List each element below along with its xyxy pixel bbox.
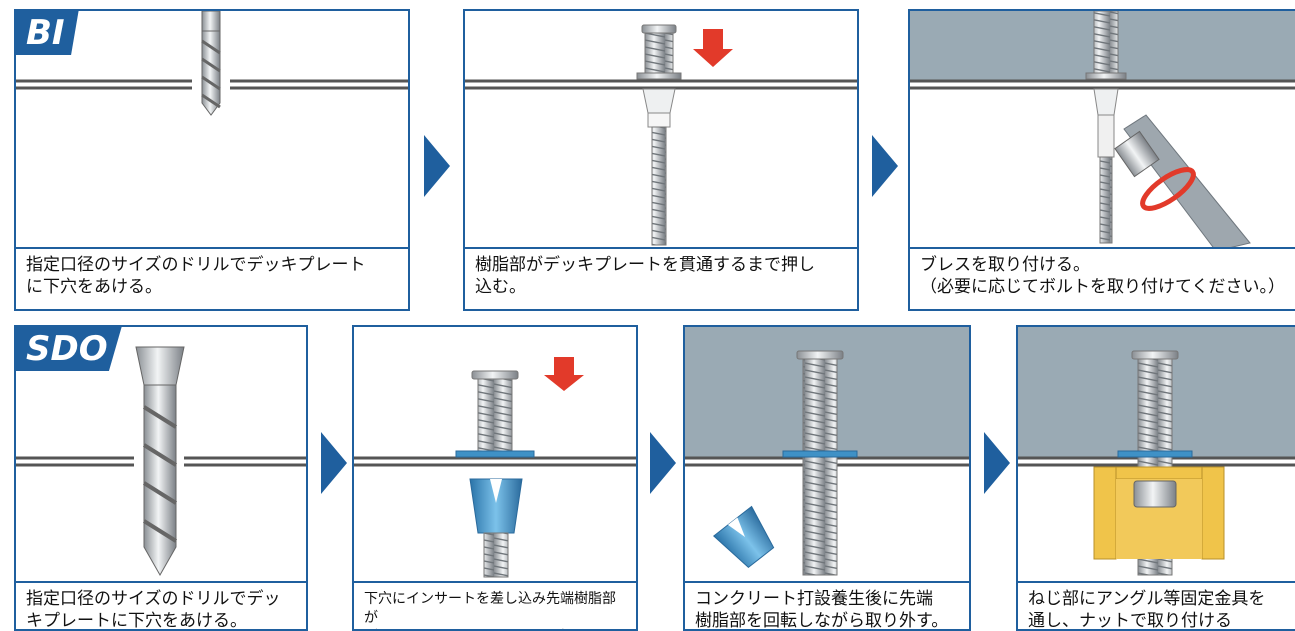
next-step-arrow-icon: [321, 432, 347, 494]
bi-step-2-caption: 樹脂部がデッキプレートを貫通するまで押し 込む。: [465, 247, 857, 309]
sdo-remove-resin-illustration: [685, 327, 969, 576]
push-down-arrow-icon: [544, 357, 584, 391]
bi-step-2-panel: 樹脂部がデッキプレートを貫通するまで押し 込む。: [463, 9, 859, 311]
push-down-arrow-icon: [693, 29, 733, 67]
bi-badge: BI: [16, 11, 79, 55]
sdo-step-3-panel: コンクリート打設養生後に先端 樹脂部を回転しながら取り外す。: [683, 325, 971, 631]
sdo-badge: SDO: [16, 327, 122, 371]
next-step-arrow-icon: [984, 432, 1010, 494]
sdo-step-3-caption: コンクリート打設養生後に先端 樹脂部を回転しながら取り外す。: [685, 581, 969, 629]
bi-insert-illustration: [465, 24, 857, 246]
sdo-step-1-caption: 指定口径のサイズのドリルでデッ キプレートに下穴をあける。: [16, 581, 306, 629]
bi-step-3-panel: ブレスを取り付ける。 （必要に応じてボルトを取り付けてください。）: [908, 9, 1295, 311]
sdo-insert-illustration: [354, 357, 636, 578]
next-step-arrow-icon: [650, 432, 676, 494]
sdo-step-4-caption: ねじ部にアングル等固定金具を 通し、ナットで取り付ける: [1018, 581, 1295, 629]
sdo-fix-bracket-illustration: [1018, 327, 1295, 576]
sdo-drill-illustration: [16, 346, 306, 577]
bi-step-3-caption: ブレスを取り付ける。 （必要に応じてボルトを取り付けてください。）: [910, 247, 1295, 309]
sdo-step-4-panel: ねじ部にアングル等固定金具を 通し、ナットで取り付ける: [1016, 325, 1295, 631]
rotate-arrow-icon: [1140, 167, 1196, 211]
bi-step-1-caption: 指定口径のサイズのドリルでデッキプレート に下穴をあける。: [16, 247, 408, 309]
next-step-arrow-icon: [872, 135, 898, 197]
bi-drill-illustration: [16, 11, 408, 116]
next-step-arrow-icon: [424, 135, 450, 197]
bi-brace-illustration: [910, 11, 1295, 251]
sdo-step-1-panel: SDO 指定口径のサイズのドリルでデッ キプレートに下穴をあける。: [14, 325, 308, 631]
bi-step-1-panel: BI 指定口径のサイズのドリルでデッキプレート に下穴をあける。: [14, 9, 410, 311]
